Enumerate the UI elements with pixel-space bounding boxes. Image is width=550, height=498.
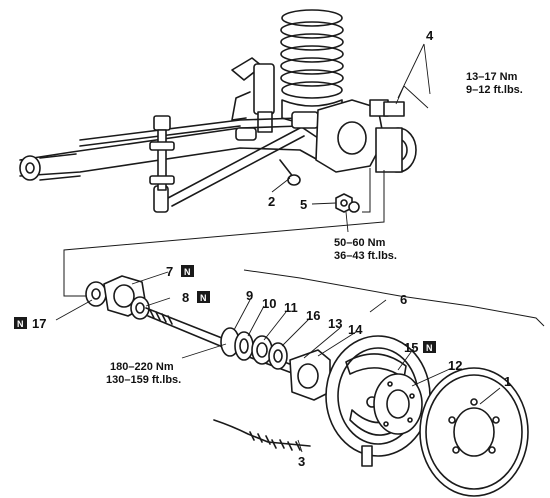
callout-12: 12 [448,358,462,373]
brake-cable [213,419,311,451]
bearing-housing [289,349,331,401]
callout-7: 7 [166,264,173,279]
badge-7: N [181,265,194,277]
torque-5-ftlbs: 36–43 ft.lbs. [334,250,397,262]
nut [335,193,360,213]
callout-5: 5 [300,197,307,212]
callout-2: 2 [268,194,275,209]
leader-lines [55,43,501,453]
svg-text:N: N [17,319,24,329]
badge-15: N [423,341,436,353]
hub [373,373,423,435]
shock-absorber [231,57,275,133]
callout-8: 8 [182,290,189,305]
upper-bushing [235,111,319,141]
seal [130,296,150,320]
bracket-6 [243,269,545,327]
callout-4: 4 [426,28,434,43]
callout-9: 9 [246,288,253,303]
bearing-rings [220,327,288,370]
torque-4-nm: 13–17 Nm [466,71,518,83]
lateral-rod [153,127,305,213]
stabilizer-link [149,115,175,191]
torque-shaft-ftlbs: 130–159 ft.lbs. [106,374,181,386]
torque-shaft-nm: 180–220 Nm [110,361,174,373]
bolt [279,159,301,186]
callout-1: 1 [504,374,511,389]
badge-17: N [14,317,27,329]
svg-text:N: N [200,293,207,303]
callout-15: 15 [404,340,418,355]
callout-16: 16 [306,308,320,323]
torque-5-nm: 50–60 Nm [334,237,386,249]
svg-text:N: N [426,343,433,353]
brake-drum [419,367,529,497]
callout-17: 17 [32,316,46,331]
callout-11: 11 [284,300,298,315]
callout-3: 3 [298,454,305,469]
callout-13: 13 [328,316,342,331]
backing-flange [85,281,107,307]
connector-lines [63,168,385,297]
torque-4-ftlbs: 9–12 ft.lbs. [466,84,523,96]
callout-10: 10 [262,296,276,311]
knuckle [315,99,417,173]
callout-14: 14 [348,322,363,337]
svg-text:N: N [184,267,191,277]
callout-6: 6 [400,292,407,307]
trailing-arm [19,117,319,181]
badge-8: N [197,291,210,303]
